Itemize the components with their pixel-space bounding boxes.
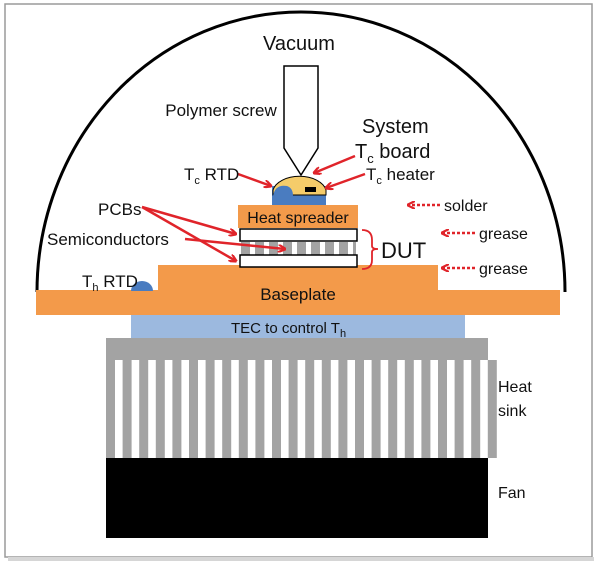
heat-sink-fin xyxy=(321,360,331,458)
label-tc-heater: Tc heater xyxy=(366,165,435,187)
semiconductor-gap xyxy=(292,242,297,255)
label-sink: sink xyxy=(498,403,527,420)
arrows xyxy=(141,154,475,268)
label-solder: solder xyxy=(444,198,488,215)
heat-sink-fins xyxy=(106,360,497,458)
dut-brace xyxy=(361,229,379,270)
label-system: System xyxy=(362,116,429,138)
heat-sink-fin xyxy=(155,360,165,458)
label-tc-board: Tc board xyxy=(355,141,430,166)
heat-sink-fin xyxy=(388,360,398,458)
heat-sink-fin xyxy=(305,360,315,458)
heat-sink-fin xyxy=(139,360,149,458)
heat-sink-fin xyxy=(471,360,481,458)
label-semiconductors: Semiconductors xyxy=(47,230,169,249)
semiconductor-gap xyxy=(334,242,339,255)
heat-sink-fin xyxy=(122,360,132,458)
heat-sink-fin xyxy=(172,360,182,458)
semiconductor-gap xyxy=(348,242,353,255)
semiconductor-gap xyxy=(320,242,325,255)
vacuum-dome xyxy=(35,10,567,293)
heat-sink-fin xyxy=(238,360,248,458)
heat-sink-fin xyxy=(255,360,265,458)
semiconductors xyxy=(241,242,356,255)
heat-sink-fin xyxy=(222,360,232,458)
baseplate xyxy=(36,265,560,315)
th-rtd-sensor xyxy=(131,281,153,291)
pcb-top xyxy=(239,228,358,242)
label-grease-2: grease xyxy=(479,261,528,278)
arrow-system-board xyxy=(314,154,356,173)
tc-rtd-sensor xyxy=(273,185,293,196)
heat-sink-fin xyxy=(371,360,381,458)
heat-sink-fin xyxy=(189,360,198,458)
heat-sink-fin xyxy=(454,360,464,458)
heat-sink-fin xyxy=(205,360,215,458)
label-grease-1: grease xyxy=(479,226,528,243)
heat-sink-fin xyxy=(338,360,348,458)
label-baseplate: Baseplate xyxy=(260,285,336,304)
arrow-tc-heater xyxy=(326,172,366,188)
label-dut: DUT xyxy=(381,238,426,263)
label-th-rtd: Th RTD xyxy=(82,272,138,294)
heat-sink-fin xyxy=(404,360,414,458)
tc-heater-element xyxy=(305,187,316,192)
label-tec: TEC to control Th xyxy=(231,320,346,340)
arrow-pcb-bottom xyxy=(141,205,236,261)
tec xyxy=(131,315,465,339)
heat-spreader xyxy=(238,205,358,228)
label-heat-spreader: Heat spreader xyxy=(247,210,349,227)
label-fan: Fan xyxy=(498,485,526,502)
label-pcbs: PCBs xyxy=(98,200,141,219)
heat-sink-fin xyxy=(421,360,431,458)
semiconductor-gap xyxy=(250,242,255,255)
heat-sink-fin xyxy=(355,360,364,458)
arrow-semis xyxy=(184,237,285,249)
heat-sink-fin xyxy=(487,360,497,458)
semiconductor-gap xyxy=(264,242,269,255)
frame-shadow xyxy=(8,557,594,561)
heat-sink-base xyxy=(106,338,488,360)
heat-sink-fin xyxy=(438,360,447,458)
heat-sink-fin xyxy=(106,360,115,458)
pcb-bottom xyxy=(239,254,358,268)
arrow-tc-rtd xyxy=(237,172,271,186)
label-heat: Heat xyxy=(498,379,532,396)
semiconductor-gap xyxy=(306,242,311,255)
label-tc-rtd: Tc RTD xyxy=(184,165,239,187)
fan xyxy=(106,458,488,538)
label-vacuum: Vacuum xyxy=(263,33,335,55)
label-polymer-screw: Polymer screw xyxy=(165,101,277,120)
heat-sink-fin xyxy=(288,360,298,458)
semiconductor-layer xyxy=(241,242,356,255)
heat-sink-fin xyxy=(272,360,281,458)
polymer-screw xyxy=(283,65,319,177)
arrow-pcb-top xyxy=(141,205,236,234)
